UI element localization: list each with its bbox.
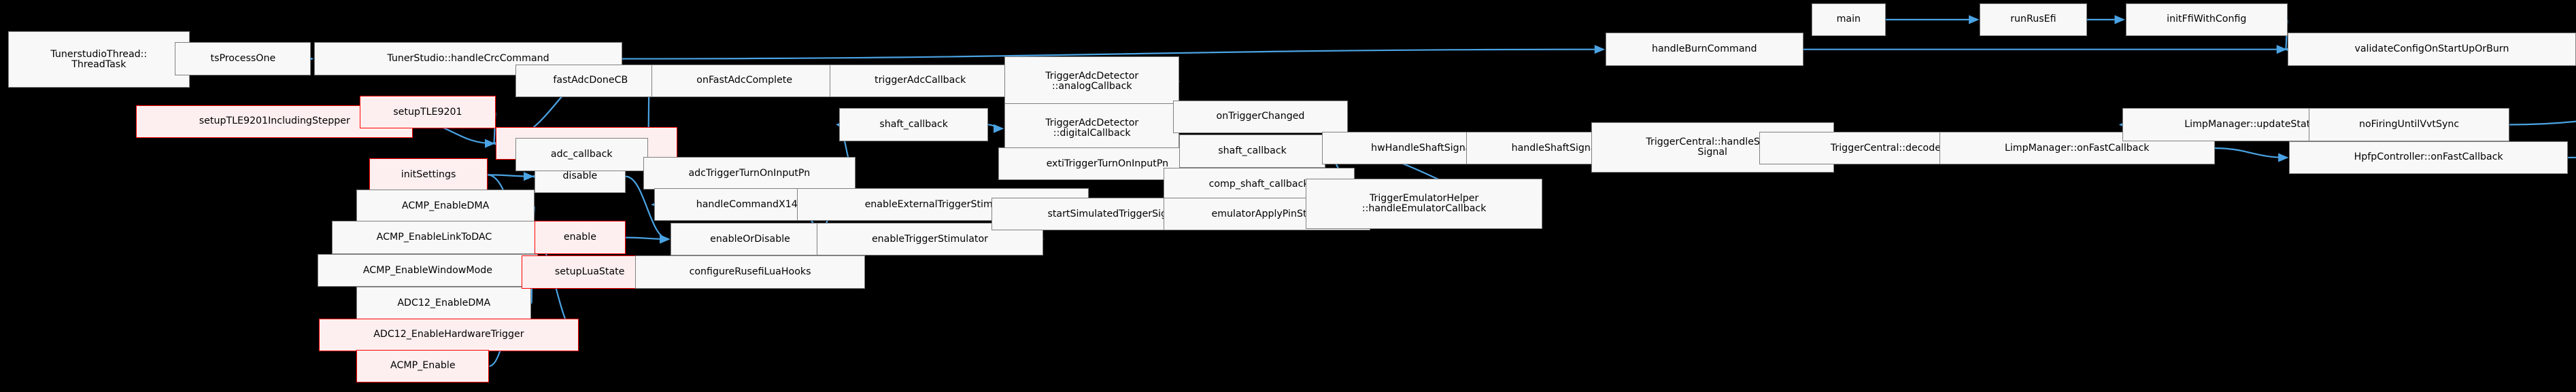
graph-node-label: HpfpController::onFastCallback: [2354, 152, 2503, 163]
graph-node-n15[interactable]: setupLuaState: [522, 255, 658, 289]
graph-node-label: comp_shaft_callback: [1208, 178, 1309, 190]
graph-node-n7[interactable]: initSettings: [369, 158, 488, 192]
graph-edge: [988, 124, 1004, 133]
graph-node-label: LimpManager::updateState: [2184, 119, 2316, 130]
graph-node-n1[interactable]: tsProcessOne: [175, 42, 311, 75]
graph-node-n20[interactable]: adcTriggerTurnOnInputPn: [643, 156, 855, 190]
graph-node-label: handleBurnCommand: [1651, 43, 1757, 55]
graph-node-n28[interactable]: TriggerAdcDetector ::digitalCallback: [1004, 103, 1180, 154]
graph-node-label: setupLuaState: [554, 266, 625, 277]
graph-edge: [488, 172, 535, 181]
graph-node-label: tsProcessOne: [210, 53, 276, 65]
graph-node-n14[interactable]: enable: [535, 221, 626, 254]
graph-node-n27[interactable]: TriggerAdcDetector ::analogCallback: [1004, 56, 1180, 107]
graph-node-n18[interactable]: adc_callback: [515, 138, 648, 171]
graph-node-n11[interactable]: ADC12_EnableDMA: [356, 287, 532, 320]
graph-node-n25[interactable]: triggerAdcCallback: [829, 64, 1011, 98]
graph-node-n16[interactable]: configureRusefiLuaHooks: [634, 255, 866, 289]
graph-node-label: validateConfigOnStartUpOrBurn: [2354, 43, 2509, 55]
graph-edge: [2509, 120, 2576, 126]
graph-node-n13[interactable]: ACMP_Enable: [356, 349, 490, 383]
graph-node-n8[interactable]: ACMP_EnableDMA: [356, 190, 535, 223]
graph-node-label: triggerAdcCallback: [875, 75, 966, 86]
graph-node-label: TunerStudio::handleCrcCommand: [387, 53, 549, 65]
graph-node-label: TriggerEmulatorHelper ::handleEmulatorCa…: [1361, 193, 1487, 215]
graph-node-label: runRusEfi: [2010, 14, 2056, 25]
graph-node-n48[interactable]: validateConfigOnStartUpOrBurn: [2287, 33, 2576, 66]
graph-node-label: extiTriggerTurnOnInputPn: [1046, 158, 1169, 169]
graph-node-n40[interactable]: LimpManager::onFastCallback: [1939, 131, 2215, 165]
graph-node-n35[interactable]: TriggerEmulatorHelper ::handleEmulatorCa…: [1306, 179, 1543, 229]
graph-node-n9[interactable]: ACMP_EnableLinkToDAC: [332, 221, 537, 254]
graph-node-n17[interactable]: fastAdcDoneCB: [515, 64, 666, 98]
graph-node-label: enable: [563, 232, 596, 243]
graph-node-label: main: [1836, 14, 1861, 25]
graph-node-label: TriggerCentral::handleShaft Signal: [1646, 137, 1779, 158]
graph-node-n42[interactable]: noFiringUntilVvtSync: [2308, 108, 2510, 141]
graph-node-label: fastAdcDoneCB: [553, 75, 628, 86]
graph-node-n30[interactable]: onTriggerChanged: [1172, 100, 1349, 134]
graph-node-label: TriggerAdcDetector ::digitalCallback: [1045, 118, 1139, 139]
graph-node-label: ACMP_EnableLinkToDAC: [376, 232, 492, 243]
graph-node-label: handleCommandX14: [696, 198, 798, 210]
graph-node-label: emulatorApplyPinState: [1211, 208, 1323, 219]
graph-node-n46[interactable]: runRusEfi: [1980, 3, 2087, 37]
graph-node-label: adc_callback: [550, 148, 613, 160]
graph-node-n22[interactable]: enableOrDisable: [671, 222, 830, 256]
graph-node-label: enableTriggerStimulator: [871, 233, 989, 245]
graph-node-label: setupTLE9201: [393, 106, 462, 118]
graph-node-n26[interactable]: shaft_callback: [839, 108, 989, 141]
graph-node-n4[interactable]: setupTLE9201: [359, 95, 496, 129]
graph-node-label: setupTLE9201IncludingStepper: [199, 115, 350, 127]
graph-node-label: TunerstudioThread:: ThreadTask: [50, 48, 148, 70]
graph-node-label: startSimulatedTriggerSignal: [1047, 208, 1182, 219]
graph-node-n24[interactable]: enableTriggerStimulator: [816, 222, 1044, 256]
graph-node-label: handleShaftSignal: [1511, 142, 1599, 154]
graph-node-n43[interactable]: HpfpController::onFastCallback: [2289, 141, 2569, 175]
graph-edge: [2214, 147, 2289, 162]
graph-node-label: ACMP_EnableWindowMode: [362, 264, 493, 276]
graph-node-label: initFfiWithConfig: [2167, 14, 2247, 25]
graph-node-n0[interactable]: TunerstudioThread:: ThreadTask: [7, 31, 190, 88]
graph-node-label: configureRusefiLuaHooks: [689, 266, 811, 277]
graph-node-label: TriggerAdcDetector ::analogCallback: [1045, 71, 1139, 92]
graph-node-n10[interactable]: ACMP_EnableWindowMode: [317, 253, 538, 287]
graph-node-label: ADC12_EnableHardwareTrigger: [373, 329, 524, 340]
graph-node-n45[interactable]: main: [1811, 3, 1886, 37]
graph-node-label: ACMP_EnableDMA: [401, 200, 490, 212]
graph-node-label: noFiringUntilVvtSync: [2358, 119, 2460, 130]
graph-node-label: shaft_callback: [879, 119, 948, 130]
graph-node-label: initSettings: [401, 168, 456, 180]
graph-node-n31[interactable]: shaft_callback: [1179, 135, 1325, 168]
graph-edge: [2568, 156, 2576, 159]
graph-node-label: hwHandleShaftSignal: [1371, 142, 1474, 154]
graph-node-label: ADC12_EnableDMA: [397, 298, 491, 309]
graph-node-label: enableOrDisable: [710, 233, 790, 245]
graph-node-n19[interactable]: onFastAdcComplete: [651, 64, 838, 98]
graph-node-label: ACMP_Enable: [390, 360, 456, 372]
graph-node-label: disable: [562, 171, 598, 182]
graph-node-n47[interactable]: initFfiWithConfig: [2125, 3, 2288, 37]
graph-node-n44[interactable]: handleBurnCommand: [1605, 33, 1803, 66]
graph-node-label: adcTriggerTurnOnInputPn: [688, 167, 811, 179]
graph-node-label: onFastAdcComplete: [696, 75, 793, 86]
graph-node-label: enableExternalTriggerStimulator: [864, 198, 1021, 210]
graph-node-n12[interactable]: ADC12_EnableHardwareTrigger: [319, 318, 579, 351]
graph-node-label: shaft_callback: [1218, 145, 1287, 157]
graph-node-label: LimpManager::onFastCallback: [2004, 142, 2150, 154]
graph-node-label: onTriggerChanged: [1216, 111, 1305, 122]
graph-edge: [625, 234, 671, 244]
